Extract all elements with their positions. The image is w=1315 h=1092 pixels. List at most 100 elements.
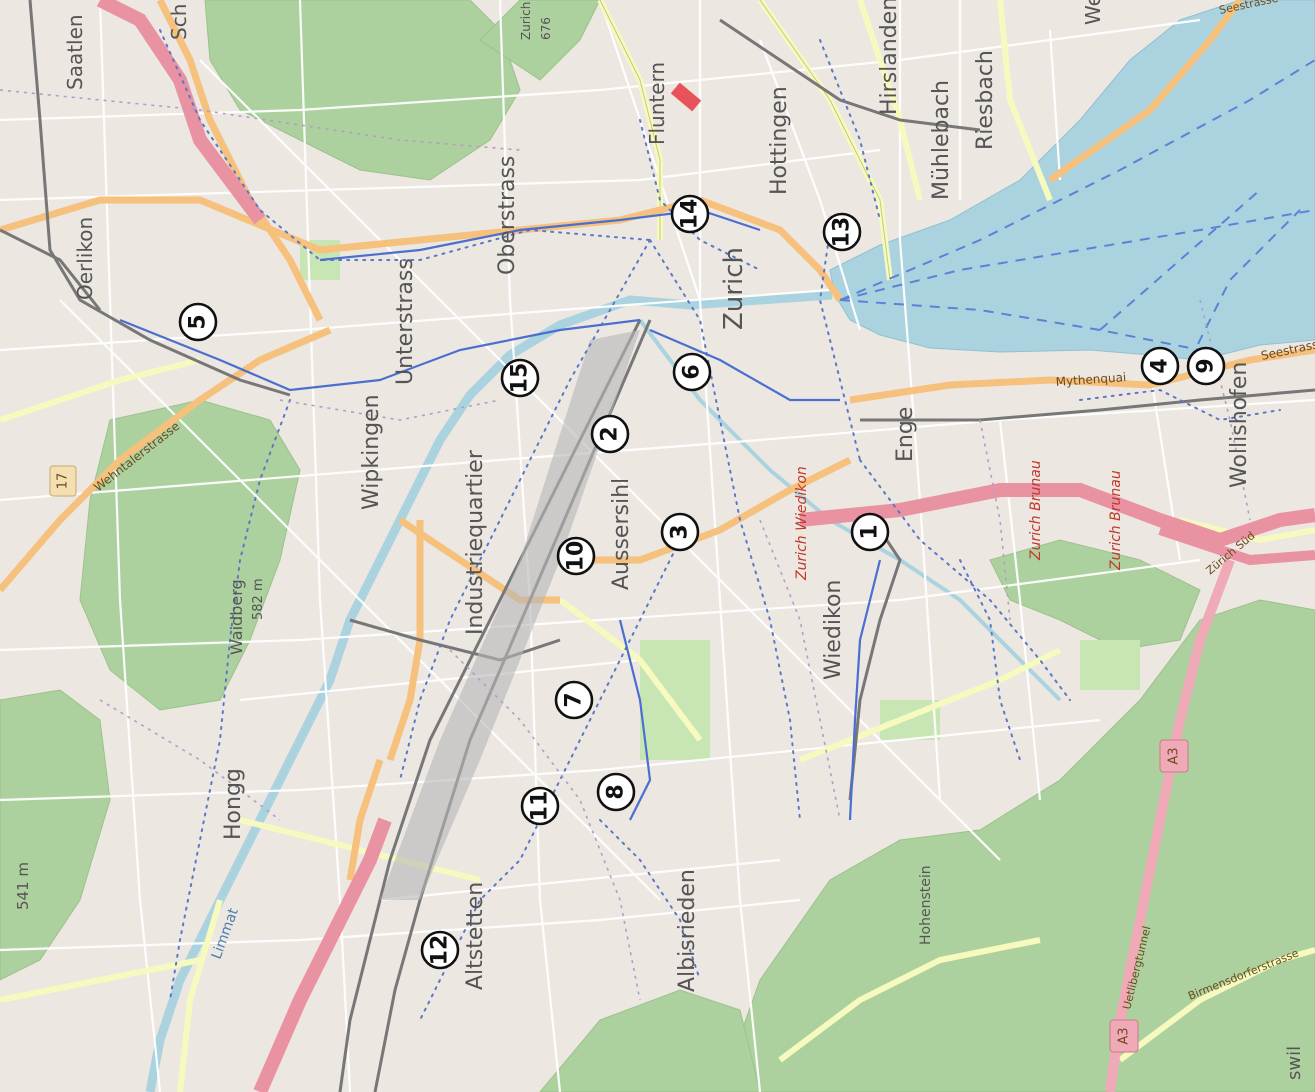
label-zurich: Zurich bbox=[719, 247, 749, 330]
map-marker-circle[interactable] bbox=[1140, 346, 1180, 386]
label-oberstrass: Oberstrass bbox=[495, 156, 520, 275]
map-marker-circle[interactable] bbox=[520, 786, 560, 826]
map-marker-9[interactable]: 9 bbox=[1186, 346, 1226, 386]
map-marker-circle[interactable] bbox=[670, 194, 710, 234]
map-marker-4[interactable]: 4 bbox=[1140, 346, 1180, 386]
road-17-label: 17 bbox=[56, 473, 71, 490]
map-marker-number: 2 bbox=[598, 426, 623, 441]
map-marker-2[interactable]: 2 bbox=[590, 414, 630, 454]
map-marker-circle[interactable] bbox=[420, 930, 460, 970]
map-marker-circle[interactable] bbox=[178, 302, 218, 342]
birmensdorferstrasse-road bbox=[560, 456, 852, 564]
forest-waidberg bbox=[79, 399, 301, 711]
map-marker-circle[interactable] bbox=[822, 212, 862, 252]
map-marker-circle[interactable] bbox=[554, 680, 594, 720]
map-marker-circle[interactable] bbox=[556, 536, 596, 576]
limmat-river bbox=[145, 290, 833, 1092]
railway-yard bbox=[380, 330, 640, 900]
fluntern-landmark bbox=[670, 82, 702, 112]
motorway-west bbox=[253, 817, 392, 1092]
map-marker-circle[interactable] bbox=[590, 414, 630, 454]
forest-zurichberg bbox=[204, 0, 521, 181]
map-marker-11[interactable]: 11 bbox=[520, 786, 560, 826]
mythenquai-road bbox=[849, 346, 1315, 404]
forest-hongg-west bbox=[0, 689, 111, 981]
map-marker-number: 10 bbox=[564, 541, 589, 572]
label-aussersihl: Aussersihl bbox=[609, 478, 634, 590]
map-marker-number: 11 bbox=[528, 791, 553, 822]
label-hohenstein: Hohenstein bbox=[918, 865, 934, 945]
road-shield-a3-north: A3 bbox=[1159, 739, 1189, 773]
tram-lines-solid bbox=[119, 208, 882, 821]
label-wiedikon: Wiedikon bbox=[821, 580, 846, 680]
place-labels: Saatlen Sch Oerlikon Unterstrass Oberstr… bbox=[14, 0, 1305, 1080]
map-marker-13[interactable]: 13 bbox=[822, 212, 862, 252]
motorways bbox=[96, 0, 1315, 1092]
park-1 bbox=[640, 640, 710, 760]
map-marker-circle[interactable] bbox=[500, 358, 540, 398]
map-marker-number: 13 bbox=[830, 217, 855, 248]
map-marker-15[interactable]: 15 bbox=[500, 358, 540, 398]
map-marker-number: 5 bbox=[186, 314, 211, 329]
label-sch: Sch bbox=[167, 4, 191, 40]
map-marker-12[interactable]: 12 bbox=[420, 930, 460, 970]
label-albisrieden: Albisrieden bbox=[675, 869, 700, 992]
label-riesbach: Riesbach bbox=[973, 50, 998, 150]
road-shield-a3-south: A3 bbox=[1109, 1019, 1139, 1053]
map-marker-circle[interactable] bbox=[850, 512, 890, 552]
map-marker-10[interactable]: 10 bbox=[556, 536, 596, 576]
label-saatlen: Saatlen bbox=[63, 14, 87, 90]
road-zurich-wiedikon: Zurich Wiedikon bbox=[794, 466, 810, 581]
label-enge: Enge bbox=[893, 407, 918, 462]
label-hottingen: Hottingen bbox=[767, 86, 792, 195]
motorway-a3-link bbox=[1158, 525, 1315, 566]
forest-adlisberg bbox=[479, 0, 601, 81]
map-marker-circle[interactable] bbox=[660, 512, 700, 552]
a3-label-2: A3 bbox=[1117, 1027, 1132, 1044]
map-marker-number: 7 bbox=[562, 692, 587, 707]
label-wollishofen: Wollishofen bbox=[1227, 362, 1252, 488]
map-marker-number: 12 bbox=[428, 935, 453, 966]
park-3 bbox=[1080, 640, 1140, 690]
motorway-south-a1 bbox=[799, 483, 1315, 548]
map-marker-number: 14 bbox=[678, 199, 703, 230]
map-marker-5[interactable]: 5 bbox=[178, 302, 218, 342]
label-zurich-top: Zurich bbox=[519, 2, 533, 40]
label-waidberg-elev: 582 m bbox=[251, 578, 266, 620]
primary-roads bbox=[0, 0, 1315, 881]
forest-uetliberg bbox=[719, 599, 1315, 1092]
label-wipkingen: Wipkingen bbox=[359, 394, 384, 510]
map-marker-number: 9 bbox=[1194, 358, 1219, 373]
label-altstetten: Altstetten bbox=[463, 882, 488, 990]
map-marker-circle[interactable] bbox=[672, 352, 712, 392]
map-marker-3[interactable]: 3 bbox=[660, 512, 700, 552]
label-industriequartier: Industriequartier bbox=[463, 449, 488, 635]
label-oerlikon: Oerlikon bbox=[73, 217, 97, 300]
map-marker-6[interactable]: 6 bbox=[672, 352, 712, 392]
tram-lines bbox=[159, 29, 1281, 1021]
map-marker-14[interactable]: 14 bbox=[670, 194, 710, 234]
label-fluntern: Fluntern bbox=[645, 62, 669, 145]
map-marker-number: 6 bbox=[680, 364, 705, 379]
motorway-north bbox=[96, 0, 266, 225]
map-marker-number: 1 bbox=[858, 524, 883, 539]
a3-label-1: A3 bbox=[1167, 747, 1182, 764]
map-marker-number: 15 bbox=[508, 363, 533, 394]
map-marker-8[interactable]: 8 bbox=[596, 772, 636, 812]
map-marker-circle[interactable] bbox=[1186, 346, 1226, 386]
map-marker-7[interactable]: 7 bbox=[554, 680, 594, 720]
map-marker-circle[interactable] bbox=[596, 772, 636, 812]
label-unterstrass: Unterstrass bbox=[393, 258, 418, 385]
road-zurich-brunau-1: Zurich Brunau bbox=[1028, 460, 1044, 561]
label-muehlebach: Mühlebach bbox=[929, 80, 954, 200]
label-elev-541: 541 m bbox=[14, 862, 32, 910]
map-marker-1[interactable]: 1 bbox=[850, 512, 890, 552]
wehntalerstrasse-road bbox=[0, 326, 332, 593]
map-marker-number: 3 bbox=[668, 524, 693, 539]
label-we: We bbox=[1081, 0, 1105, 25]
label-waidberg: Waidberg bbox=[227, 579, 246, 655]
